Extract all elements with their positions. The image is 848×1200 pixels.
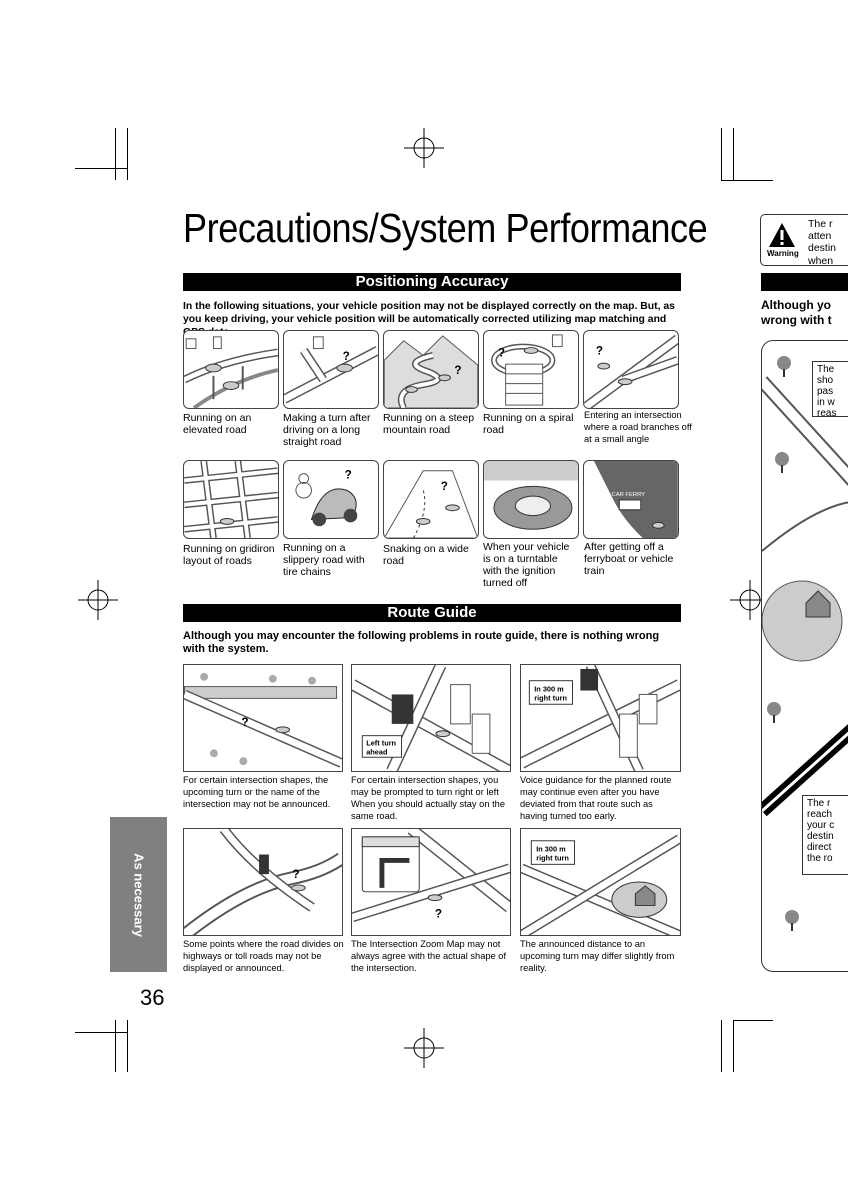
note-line: direct (807, 842, 832, 853)
route-caption: For certain intersection shapes, the upc… (183, 775, 331, 809)
note-line: the ro (807, 853, 833, 864)
gridiron-roads-illustration (183, 460, 279, 539)
crop-mark (733, 1020, 734, 1072)
registration-mark (404, 1028, 444, 1068)
ferry-illustration: CAR FERRY? (583, 460, 679, 539)
bubble-deviated-line1: In 300 m (534, 685, 564, 694)
route-intro: Although you may encounter the following… (183, 630, 660, 655)
registration-mark (78, 580, 118, 620)
note-line: reas (817, 408, 837, 417)
zoom-map-illustration: ? (351, 828, 511, 936)
right-section-header (761, 273, 848, 291)
snowy-road-illustration: ? (283, 460, 379, 539)
ferry-label: CAR FERRY (612, 492, 646, 498)
wide-road-illustration: ? (383, 460, 479, 539)
route-caption: For certain intersection shapes, you may… (351, 775, 506, 821)
note-line: your c (807, 820, 835, 831)
svg-text:?: ? (441, 480, 448, 493)
note-line: in w (817, 397, 835, 408)
side-tab-label: As necessary (131, 852, 146, 937)
side-tab: As necessary (110, 817, 167, 972)
svg-text:?: ? (454, 364, 461, 377)
svg-text:?: ? (345, 469, 352, 482)
crop-mark (75, 168, 127, 169)
crop-mark (721, 180, 773, 181)
branching-road-illustration: ? (583, 330, 679, 409)
section-header-positioning: Positioning Accuracy (183, 273, 681, 291)
registration-mark (404, 128, 444, 168)
crop-mark (115, 1020, 116, 1072)
note-line: The (817, 364, 835, 375)
warning-text: The r atten destin when (808, 218, 837, 266)
right-note-bottom: The r reach your c destin direct the ro (802, 795, 848, 875)
svg-text:?: ? (343, 350, 350, 363)
route-caption: Voice guidance for the planned route may… (520, 775, 672, 821)
crop-mark (75, 1032, 127, 1033)
svg-text:?: ? (596, 344, 603, 357)
crop-mark (733, 1020, 773, 1021)
warning-line: atten (808, 230, 832, 243)
crop-mark (115, 128, 116, 180)
bubble-distance-line1: In 300 m (536, 845, 566, 854)
positioning-caption: Running on gridiron layout of roads (183, 543, 275, 567)
note-line: The r (807, 798, 831, 809)
turntable-illustration: STOP (483, 460, 579, 539)
positioning-caption: Running on a spiral road (483, 412, 574, 436)
svg-text:?: ? (498, 346, 505, 359)
positioning-caption: Snaking on a wide road (383, 543, 469, 567)
bubble-left-turn-line1: Left turn (366, 738, 396, 747)
bubble-left-turn-line2: ahead (366, 747, 388, 756)
highway-divide-illustration: ? (183, 828, 343, 936)
note-line: destin (807, 831, 834, 842)
right-intro-line: Although yo (761, 298, 831, 312)
right-intro: Although yo wrong with t (761, 298, 848, 328)
svg-text:?: ? (292, 868, 299, 881)
crop-mark (127, 128, 128, 180)
warning-box: Warning The r atten destin when (760, 214, 848, 266)
right-note-top: The sho pas in w reas (812, 361, 848, 417)
warning-line: destin (808, 242, 837, 255)
mountain-road-illustration: ? (383, 330, 479, 409)
crop-mark (721, 1020, 722, 1072)
positioning-caption: After getting off a ferryboat or vehicle… (584, 541, 674, 577)
route-caption: The announced distance to an upcoming tu… (520, 939, 675, 973)
right-illustration-panel: The sho pas in w reas The r reach your c… (761, 340, 848, 972)
note-line: reach (807, 809, 833, 820)
svg-text:?: ? (241, 716, 248, 729)
page-number: 36 (140, 985, 165, 1010)
svg-text:?: ? (598, 484, 605, 497)
intersection-map-illustration: ? (183, 664, 343, 772)
positioning-caption: Running on an elevated road (183, 412, 252, 436)
elevated-road-illustration (183, 330, 279, 409)
note-line: pas (817, 386, 834, 397)
svg-text:?: ? (435, 907, 442, 920)
spiral-road-illustration: ? (483, 330, 579, 409)
warning-line: The r (808, 218, 833, 230)
positioning-caption: Entering an intersection where a road br… (584, 410, 692, 444)
page-title: Precautions/System Performance (183, 205, 708, 251)
warning-label: Warning (767, 249, 799, 258)
crop-mark (721, 128, 722, 180)
positioning-caption: When your vehicle is on a turntable with… (483, 541, 570, 589)
right-intro-line: wrong with t (761, 313, 832, 327)
bubble-distance-line2: right turn (536, 853, 569, 862)
crop-mark (733, 128, 734, 180)
route-caption: Some points where the road divides on hi… (183, 939, 344, 973)
turntable-stop-label: STOP (498, 527, 522, 537)
crop-mark (127, 1020, 128, 1072)
bubble-deviated-line2: right turn (534, 693, 567, 702)
warning-line: when (808, 254, 834, 266)
positioning-caption: Running on a steep mountain road (383, 412, 475, 436)
warning-icon (769, 223, 795, 247)
long-straight-road-illustration: ? (283, 330, 379, 409)
note-line: sho (817, 375, 834, 386)
positioning-caption: Making a turn after driving on a long st… (283, 412, 371, 448)
positioning-caption: Running on a slippery road with tire cha… (283, 542, 365, 578)
section-header-route-guide: Route Guide (183, 604, 681, 622)
route-caption: The Intersection Zoom Map may not always… (351, 939, 507, 973)
